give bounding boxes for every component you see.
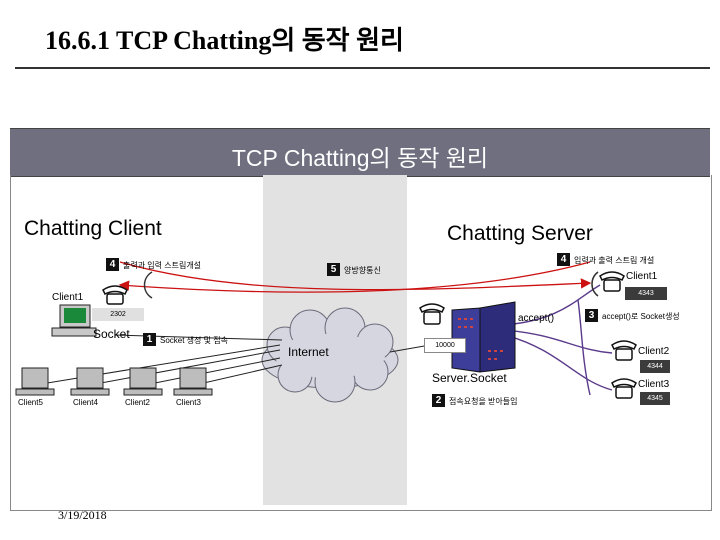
client-port-box: 2302	[92, 308, 144, 321]
red-arrows	[118, 261, 592, 293]
client-name: Client2	[125, 398, 150, 407]
banner: TCP Chatting의 동작 원리	[10, 128, 710, 177]
slide-title: 16.6.1 TCP Chatting의 동작 원리	[45, 26, 404, 55]
client-name: Client3	[176, 398, 201, 407]
client2-conn-phone-icon	[611, 340, 637, 361]
step-1-text: Socket 생성 및 접속	[160, 336, 228, 345]
step-3-text: accept()로 Socket생성	[602, 312, 680, 321]
client-heading: Chatting Client	[24, 217, 162, 240]
server-socket-label: Server.Socket	[432, 371, 507, 385]
step-5-badge: 5	[327, 263, 340, 276]
client-name: Client5	[18, 398, 43, 407]
step-1-badge: 1	[143, 333, 156, 346]
title-rule	[15, 67, 710, 69]
conn-client3-label: Client3	[638, 379, 670, 390]
internet-cloud	[261, 307, 399, 403]
server-tower	[451, 301, 516, 373]
client1-computer	[51, 304, 97, 337]
banner-title: TCP Chatting의 동작 원리	[231, 145, 489, 171]
server-heading: Chatting Server	[447, 222, 593, 245]
client1-conn-phone-icon	[599, 271, 625, 292]
client3-conn-phone-icon	[611, 378, 637, 399]
internet-label: Internet	[288, 345, 329, 359]
step-4-text-client: 출력과 입력 스트림개설	[123, 261, 202, 270]
client-phone-icon	[102, 285, 128, 305]
conn-client1-label: Client1	[626, 271, 658, 282]
client-computers-row	[15, 367, 213, 396]
client-name: Client4	[73, 398, 98, 407]
slide-date: 3/19/2018	[58, 508, 107, 522]
conn-client2-label: Client2	[638, 346, 670, 357]
conn-client3-port: 4345	[640, 392, 670, 405]
conn-client2-port: 4344	[640, 360, 670, 373]
step-2-badge: 2	[432, 394, 445, 407]
accept-label: accept()	[518, 313, 555, 324]
step-4-badge-client: 4	[106, 258, 119, 271]
step-2-text: 접속요청을 받아들임	[449, 397, 518, 406]
conn-client1-port: 4343	[625, 287, 667, 300]
step-5-text: 양방향통신	[344, 266, 381, 275]
diagram-frame	[10, 175, 712, 511]
server-port-box: 10000	[424, 338, 466, 353]
client1-label: Client1	[52, 292, 84, 303]
server-links	[504, 284, 613, 396]
client-bracket	[143, 271, 599, 299]
server-phone-icon	[419, 303, 445, 325]
step-4-badge-server: 4	[557, 253, 570, 266]
socket-label: Socket	[93, 327, 130, 341]
step-3-badge: 3	[585, 309, 598, 322]
step-4-text-server: 입력과 출력 스트림 개설	[574, 256, 655, 265]
